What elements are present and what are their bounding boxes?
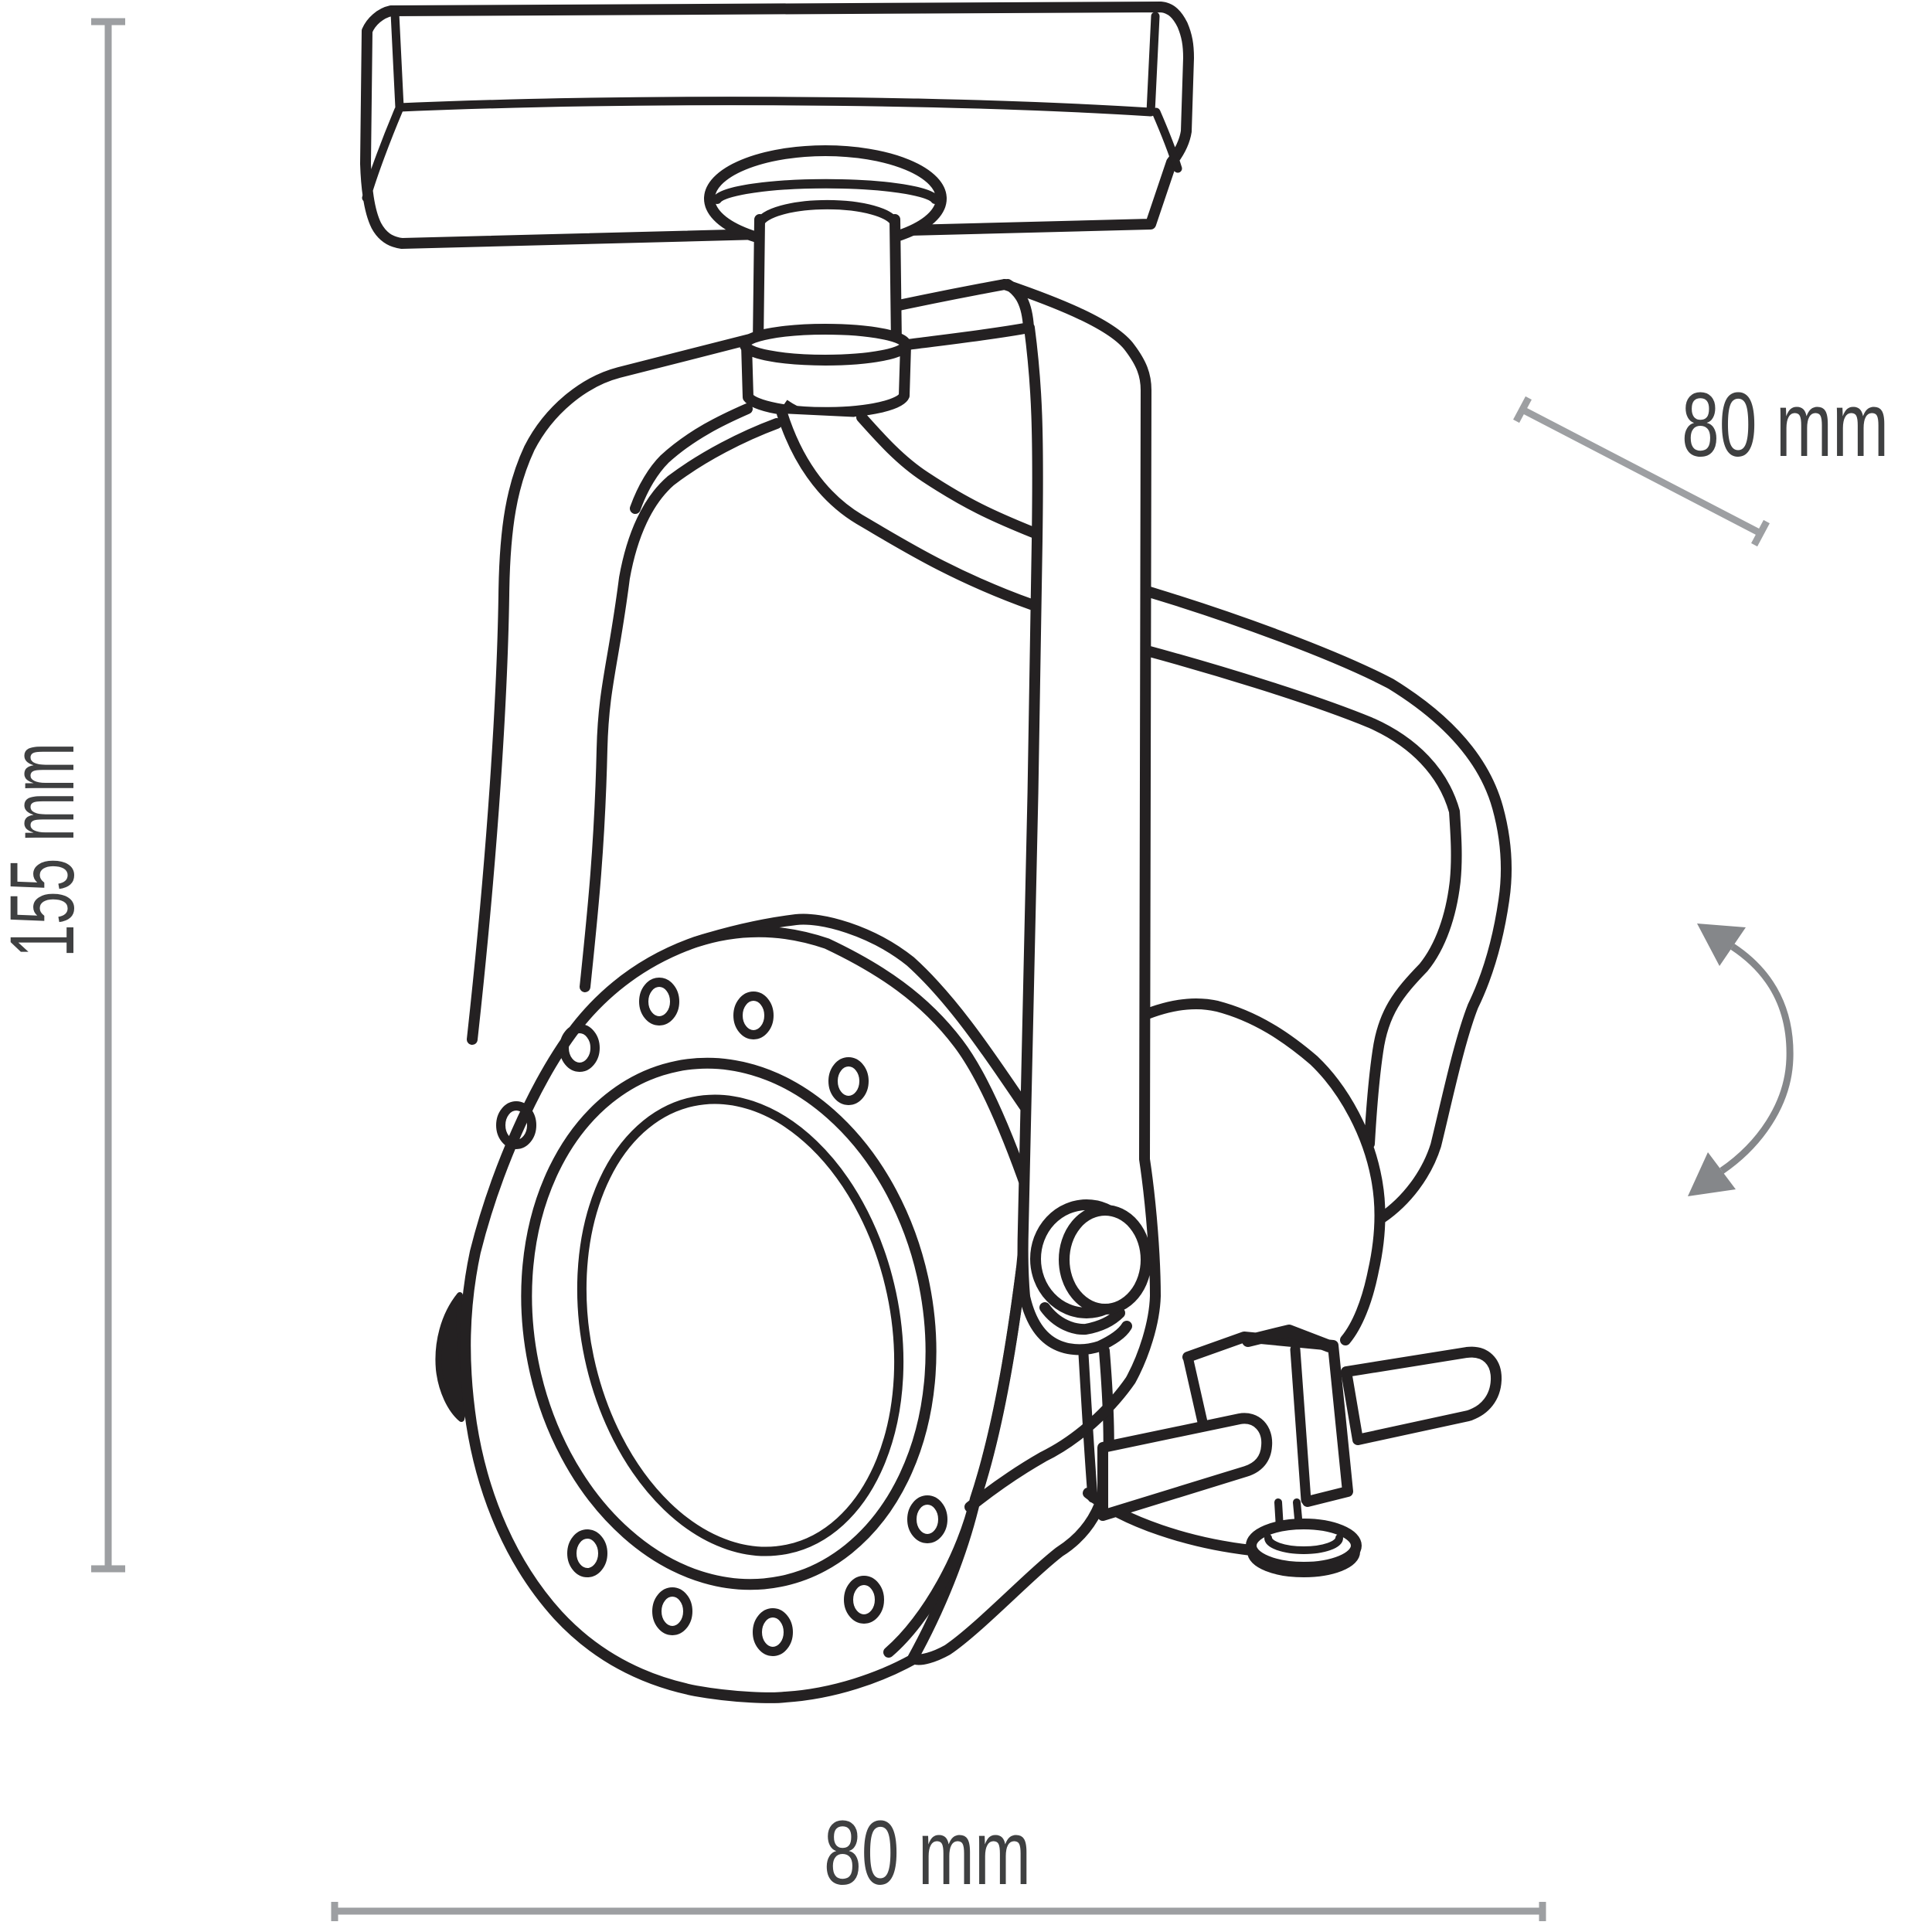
svg-text:155 mm: 155 mm (0, 743, 94, 957)
svg-text:80 mm: 80 mm (1682, 374, 1889, 476)
svg-text:80 mm: 80 mm (824, 1802, 1031, 1904)
